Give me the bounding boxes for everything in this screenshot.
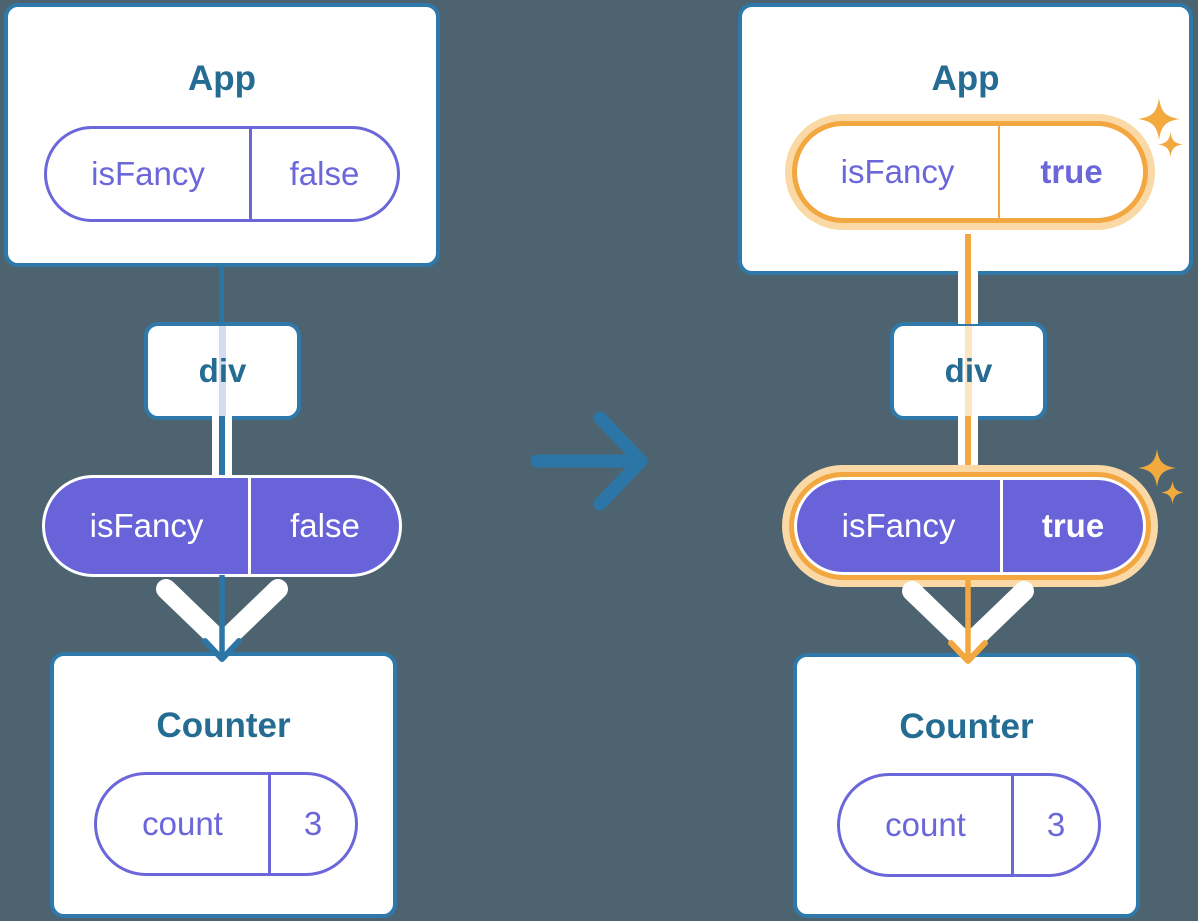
- prop-trace-line: [219, 326, 226, 416]
- prop-name: isFancy: [797, 126, 1000, 218]
- connector-edge: [225, 416, 232, 478]
- prop-value: false: [289, 155, 360, 192]
- sparkle-icon: [1158, 132, 1183, 157]
- prop-value: false: [290, 507, 360, 544]
- connector-core: [965, 234, 971, 324]
- transition-arrow-icon: [528, 408, 654, 514]
- connector-div-pill-right: [958, 416, 978, 478]
- prop-trace-line: [965, 326, 972, 416]
- counter-title: Counter: [156, 706, 291, 745]
- counter-card-left: Counter count 3: [50, 652, 397, 918]
- div-label: div: [198, 352, 247, 389]
- connector-edge: [212, 416, 219, 478]
- connector-app-div-right: [958, 234, 978, 324]
- state-value: 3: [303, 805, 323, 842]
- connector-edge: [971, 416, 978, 478]
- div-node-left: div: [144, 322, 301, 420]
- counter-title: Counter: [899, 707, 1034, 746]
- connector-div-pill-left: [212, 416, 232, 478]
- sparkle-icon: [1138, 98, 1180, 140]
- passed-prop-pill-right: isFancy true: [794, 477, 1146, 575]
- prop-value: true: [1040, 153, 1103, 190]
- app-prop-pill: isFancy false: [44, 126, 400, 222]
- app-title: App: [931, 59, 1000, 98]
- connector-app-div-left: [219, 265, 224, 325]
- app-prop-pill-highlighted: isFancy true: [792, 121, 1148, 223]
- div-node-right: div: [890, 322, 1047, 420]
- state-value: 3: [1046, 806, 1066, 843]
- prop-name: isFancy: [45, 478, 251, 574]
- prop-name: isFancy: [797, 480, 1003, 572]
- div-label: div: [944, 352, 993, 389]
- sparkle-icon: [1161, 481, 1184, 504]
- passed-prop-pill-left: isFancy false: [42, 475, 402, 577]
- connector-core: [219, 416, 225, 478]
- connector-edge: [958, 416, 965, 478]
- connector-edge: [958, 234, 965, 324]
- prop-value: true: [1041, 507, 1105, 544]
- sparkle-icon: [1138, 449, 1176, 487]
- connector-edge: [971, 234, 978, 324]
- arrow-down-icon: [142, 575, 302, 675]
- app-card-left: App isFancy false: [4, 3, 440, 267]
- counter-card-right: Counter count 3: [793, 653, 1140, 918]
- counter-state-pill: count 3: [94, 772, 358, 876]
- state-name: count: [840, 776, 1014, 874]
- prop-name: isFancy: [47, 129, 252, 219]
- state-name: count: [97, 775, 271, 873]
- connector-core: [965, 416, 971, 478]
- app-title: App: [187, 59, 257, 98]
- arrow-down-icon: [888, 577, 1048, 677]
- app-card-right: App isFancy true: [738, 3, 1193, 275]
- counter-state-pill: count 3: [837, 773, 1101, 877]
